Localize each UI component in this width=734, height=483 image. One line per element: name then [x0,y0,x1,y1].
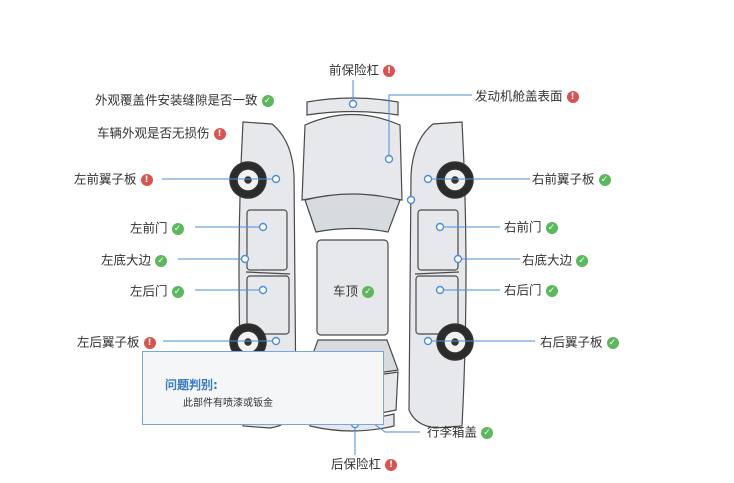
dot-left-rear-door[interactable] [258,285,268,295]
dot-front-bumper[interactable] [348,99,358,109]
check-circle-icon: ✓ [481,426,494,439]
label-trunk-lid[interactable]: 行李箱盖✓ [427,424,494,441]
dot-gap[interactable] [406,195,416,205]
exclamation-circle-icon: ! [143,336,156,349]
label-gap-consistency[interactable]: 外观覆盖件安装缝隙是否一致✓ [95,92,274,109]
label-roof[interactable]: 车顶✓ [333,283,375,300]
dot-right-rear-fender[interactable] [423,336,433,346]
exclamation-circle-icon: ! [385,458,398,471]
check-circle-icon: ✓ [598,173,611,186]
exclamation-circle-icon: ! [140,173,153,186]
right-rear-door-shape[interactable] [415,275,459,335]
dot-right-front-door[interactable] [435,222,445,232]
popup-title: 问题判别: [165,378,218,392]
dot-hood[interactable] [384,154,394,164]
left-front-wheel [229,161,267,199]
check-circle-icon: ✓ [545,221,558,234]
check-circle-icon: ✓ [362,285,375,298]
label-left-sill[interactable]: 左底大边✓ [101,252,168,269]
label-right-rear-fender[interactable]: 右后翼子板✓ [540,334,619,351]
label-hood[interactable]: 发动机舱盖表面! [475,88,579,105]
left-rear-door-shape[interactable] [246,275,290,335]
dot-left-sill[interactable] [240,254,250,264]
right-front-door-shape[interactable] [417,209,459,271]
issue-popup: 问题判别: 此部件有喷漆或钣金 [142,351,384,425]
check-circle-icon: ✓ [261,94,274,107]
label-left-rear-door[interactable]: 左后门✓ [130,283,184,300]
leader-lines [162,80,535,455]
popup-body: 此部件有喷漆或钣金 [183,398,273,409]
label-right-sill[interactable]: 右底大边✓ [522,252,589,269]
dot-right-front-fender[interactable] [423,174,433,184]
dot-right-rear-door[interactable] [435,285,445,295]
exclamation-circle-icon: ! [566,90,579,103]
check-circle-icon: ✓ [545,284,558,297]
right-door-split [414,271,460,275]
right-front-wheel [436,161,474,199]
label-left-front-door[interactable]: 左前门✓ [130,220,184,237]
label-left-front-fender[interactable]: 左前翼子板! [74,171,153,188]
label-right-front-fender[interactable]: 右前翼子板✓ [532,171,611,188]
label-right-front-door[interactable]: 右前门✓ [504,219,558,236]
windshield-shape [304,193,401,233]
exclamation-circle-icon: ! [383,64,396,77]
label-right-rear-door[interactable]: 右后门✓ [504,282,558,299]
label-rear-bumper[interactable]: 后保险杠! [331,456,398,473]
exclamation-circle-icon: ! [213,127,226,140]
label-front-bumper[interactable]: 前保险杠! [329,62,396,79]
label-left-rear-fender[interactable]: 左后翼子板! [77,334,156,351]
dot-left-rear-fender[interactable] [271,336,281,346]
left-front-door-shape[interactable] [246,209,288,271]
wheels [229,161,474,361]
roof-shape[interactable] [316,239,389,336]
right-rear-wheel [436,323,474,361]
left-door-split [245,271,291,275]
check-circle-icon: ✓ [606,336,619,349]
label-exterior-damage[interactable]: 车辆外观是否无损伤! [97,125,226,142]
dot-right-sill[interactable] [453,254,463,264]
check-circle-icon: ✓ [171,285,184,298]
dot-left-front-fender[interactable] [271,174,281,184]
check-circle-icon: ✓ [171,222,184,235]
check-circle-icon: ✓ [576,254,589,267]
check-circle-icon: ✓ [155,254,168,267]
dot-left-front-door[interactable] [258,222,268,232]
